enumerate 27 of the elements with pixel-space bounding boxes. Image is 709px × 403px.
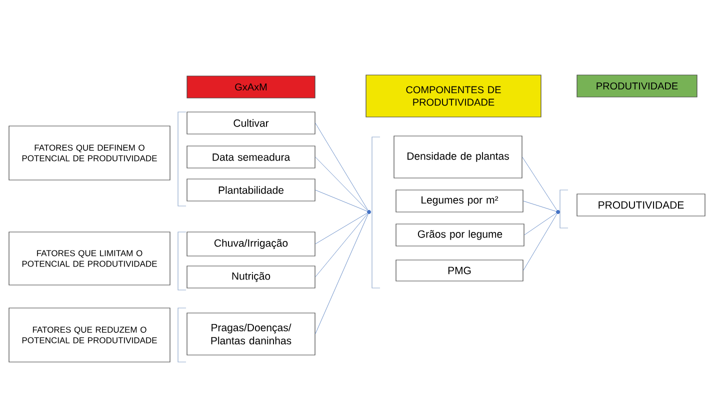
factor-box: Plantabilidade (186, 178, 316, 202)
connector-line (315, 190, 368, 212)
connector-line (523, 200, 556, 212)
header-box: PRODUTIVIDADE (576, 74, 698, 98)
factor-box: Nutrição (186, 266, 316, 288)
connector-line (315, 122, 368, 210)
category-box: FATORES QUE LIMITAM O POTENCIAL DE PRODUTIVIDADE (8, 232, 170, 286)
header-box: COMPONENTES DE PRODUTIVIDADE (366, 74, 542, 118)
factor-box: Pragas/Doenças/ Plantas daninhas (186, 312, 316, 356)
category-box: FATORES QUE REDUZEM O POTENCIAL DE PRODUTIVIDADE (8, 308, 170, 362)
connector-line (315, 213, 368, 278)
connector-line (524, 212, 556, 236)
component-box: PMG (396, 260, 524, 282)
connector-line (523, 214, 558, 271)
factor-box: Cultivar (186, 112, 316, 134)
connector-line (315, 212, 368, 244)
category-box: FATORES QUE DEFINEM O POTENCIAL DE PRODUTIVIDADE (8, 126, 170, 180)
factor-box: Data semeadura (186, 146, 316, 168)
component-box: Densidade de plantas (394, 136, 522, 178)
factor-box: Chuva/Irrigação (186, 232, 316, 256)
header-box: GxAxM (186, 76, 316, 98)
component-box: Grãos por legume (396, 224, 524, 246)
component-box: Legumes por m² (396, 190, 524, 212)
result-box: PRODUTIVIDADE (576, 194, 706, 216)
connector-line (315, 156, 368, 211)
connector-line (522, 156, 558, 210)
connector-line (315, 214, 368, 334)
